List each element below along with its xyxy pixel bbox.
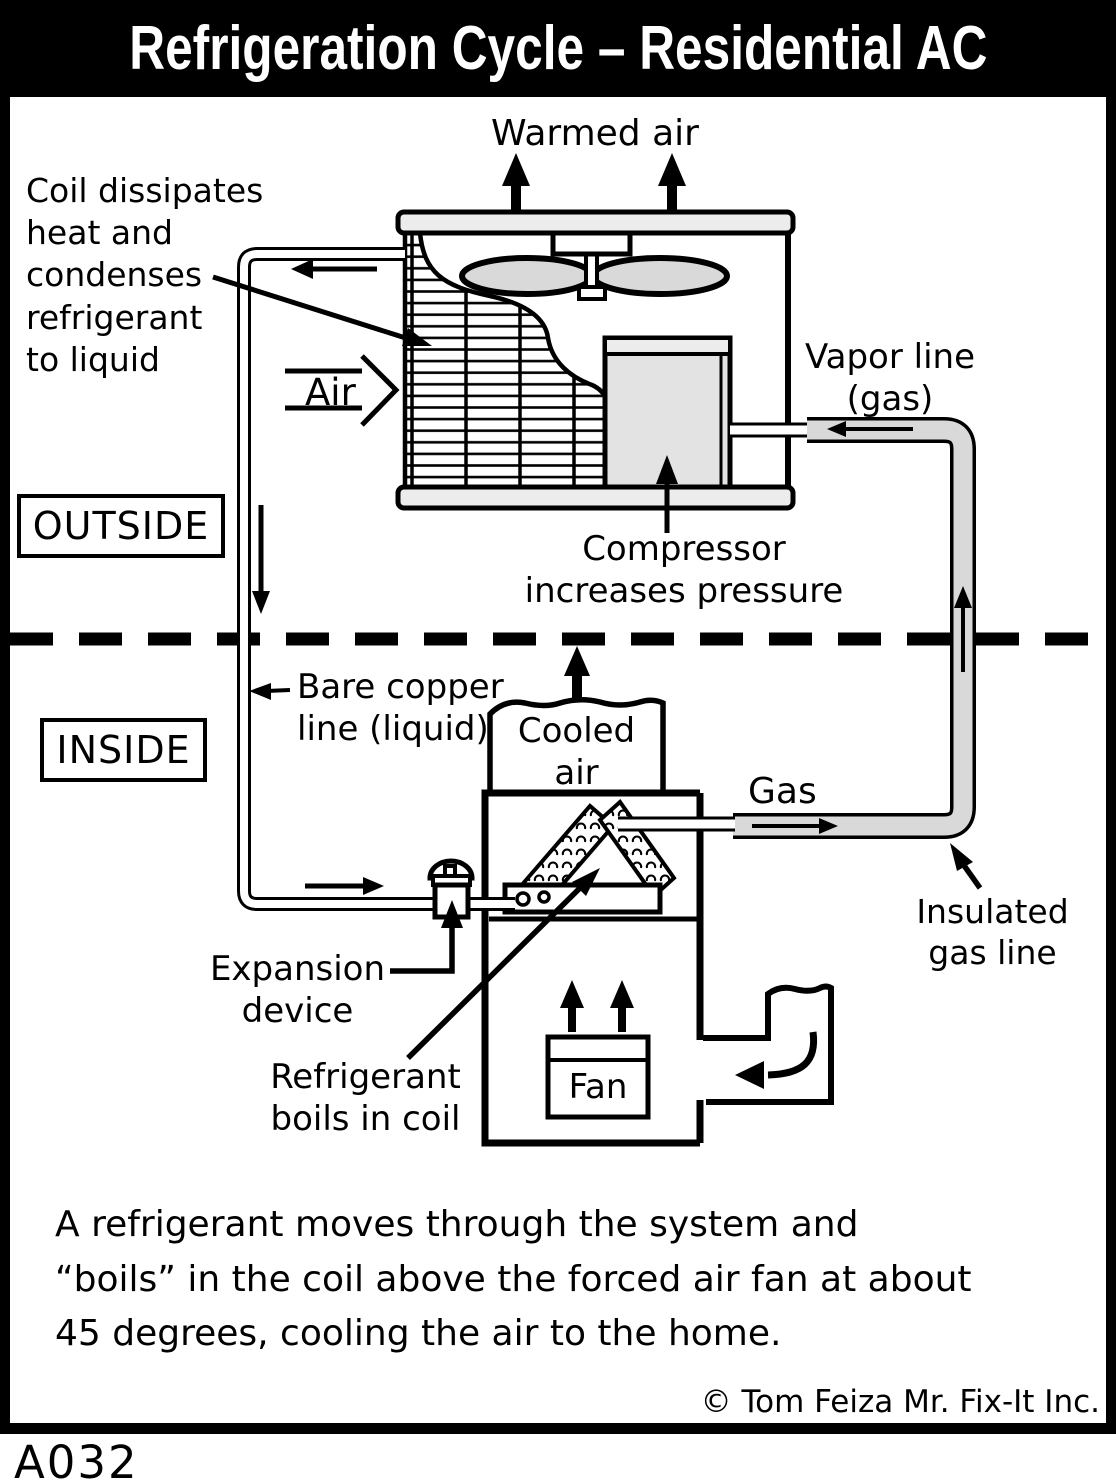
fan-air-arrow (560, 980, 584, 1032)
outside-zone-label: OUTSIDE (17, 494, 225, 558)
caption-text: A refrigerant moves through the system a… (55, 1204, 972, 1355)
title-bar: Refrigeration Cycle – Residential AC (0, 0, 1116, 97)
warmed-air-arrow (502, 153, 530, 210)
document-id: A032 (14, 1436, 139, 1481)
diagram-frame (0, 97, 1116, 1434)
refrigerant-note-label: Refrigerant boils in coil (270, 1057, 461, 1140)
return-duct (703, 983, 834, 1105)
fan-label: Fan (568, 1067, 628, 1107)
coil-note-label: Coil dissipates heat and condenses refri… (26, 171, 264, 379)
return-air-flow-arrow (767, 1031, 818, 1079)
outdoor-unit (395, 209, 796, 511)
gas-label: Gas (748, 771, 817, 812)
expansion-valve (427, 858, 475, 920)
bare-copper-label: Bare copper line (liquid) (297, 667, 504, 750)
cooled-air-arrow (564, 646, 590, 700)
vapor-line-label: Vapor line (gas) (805, 337, 975, 420)
flow-arrows (252, 153, 972, 1032)
copyright-text: © Tom Feiza Mr. Fix-It Inc. (700, 1384, 1100, 1420)
insulated-gas-label: Insulated gas line (916, 892, 1069, 972)
outdoor-unit-base (395, 484, 796, 511)
cooled-air-label: Cooled air (517, 711, 636, 794)
leader-arrows (212, 274, 983, 1060)
air-intake-arrow (285, 354, 400, 427)
air-label: Air (305, 371, 356, 414)
expansion-device-label: Expansion device (209, 949, 386, 1032)
fan-mount-bracket (550, 230, 633, 257)
furnace (481, 789, 704, 1147)
warmed-air-label: Warmed air (491, 113, 699, 154)
liquid-line-pipe (237, 247, 515, 911)
blower-fan-box (545, 1034, 651, 1120)
condenser-fan (459, 230, 730, 301)
inside-zone-label: INSIDE (40, 718, 207, 782)
fan-air-arrow (610, 980, 634, 1032)
warmed-air-arrow (658, 153, 686, 210)
compressor-note-label: Compressor increases pressure (524, 529, 844, 612)
outdoor-unit-top (395, 209, 796, 236)
page-title: Refrigeration Cycle – Residential AC (128, 14, 988, 83)
